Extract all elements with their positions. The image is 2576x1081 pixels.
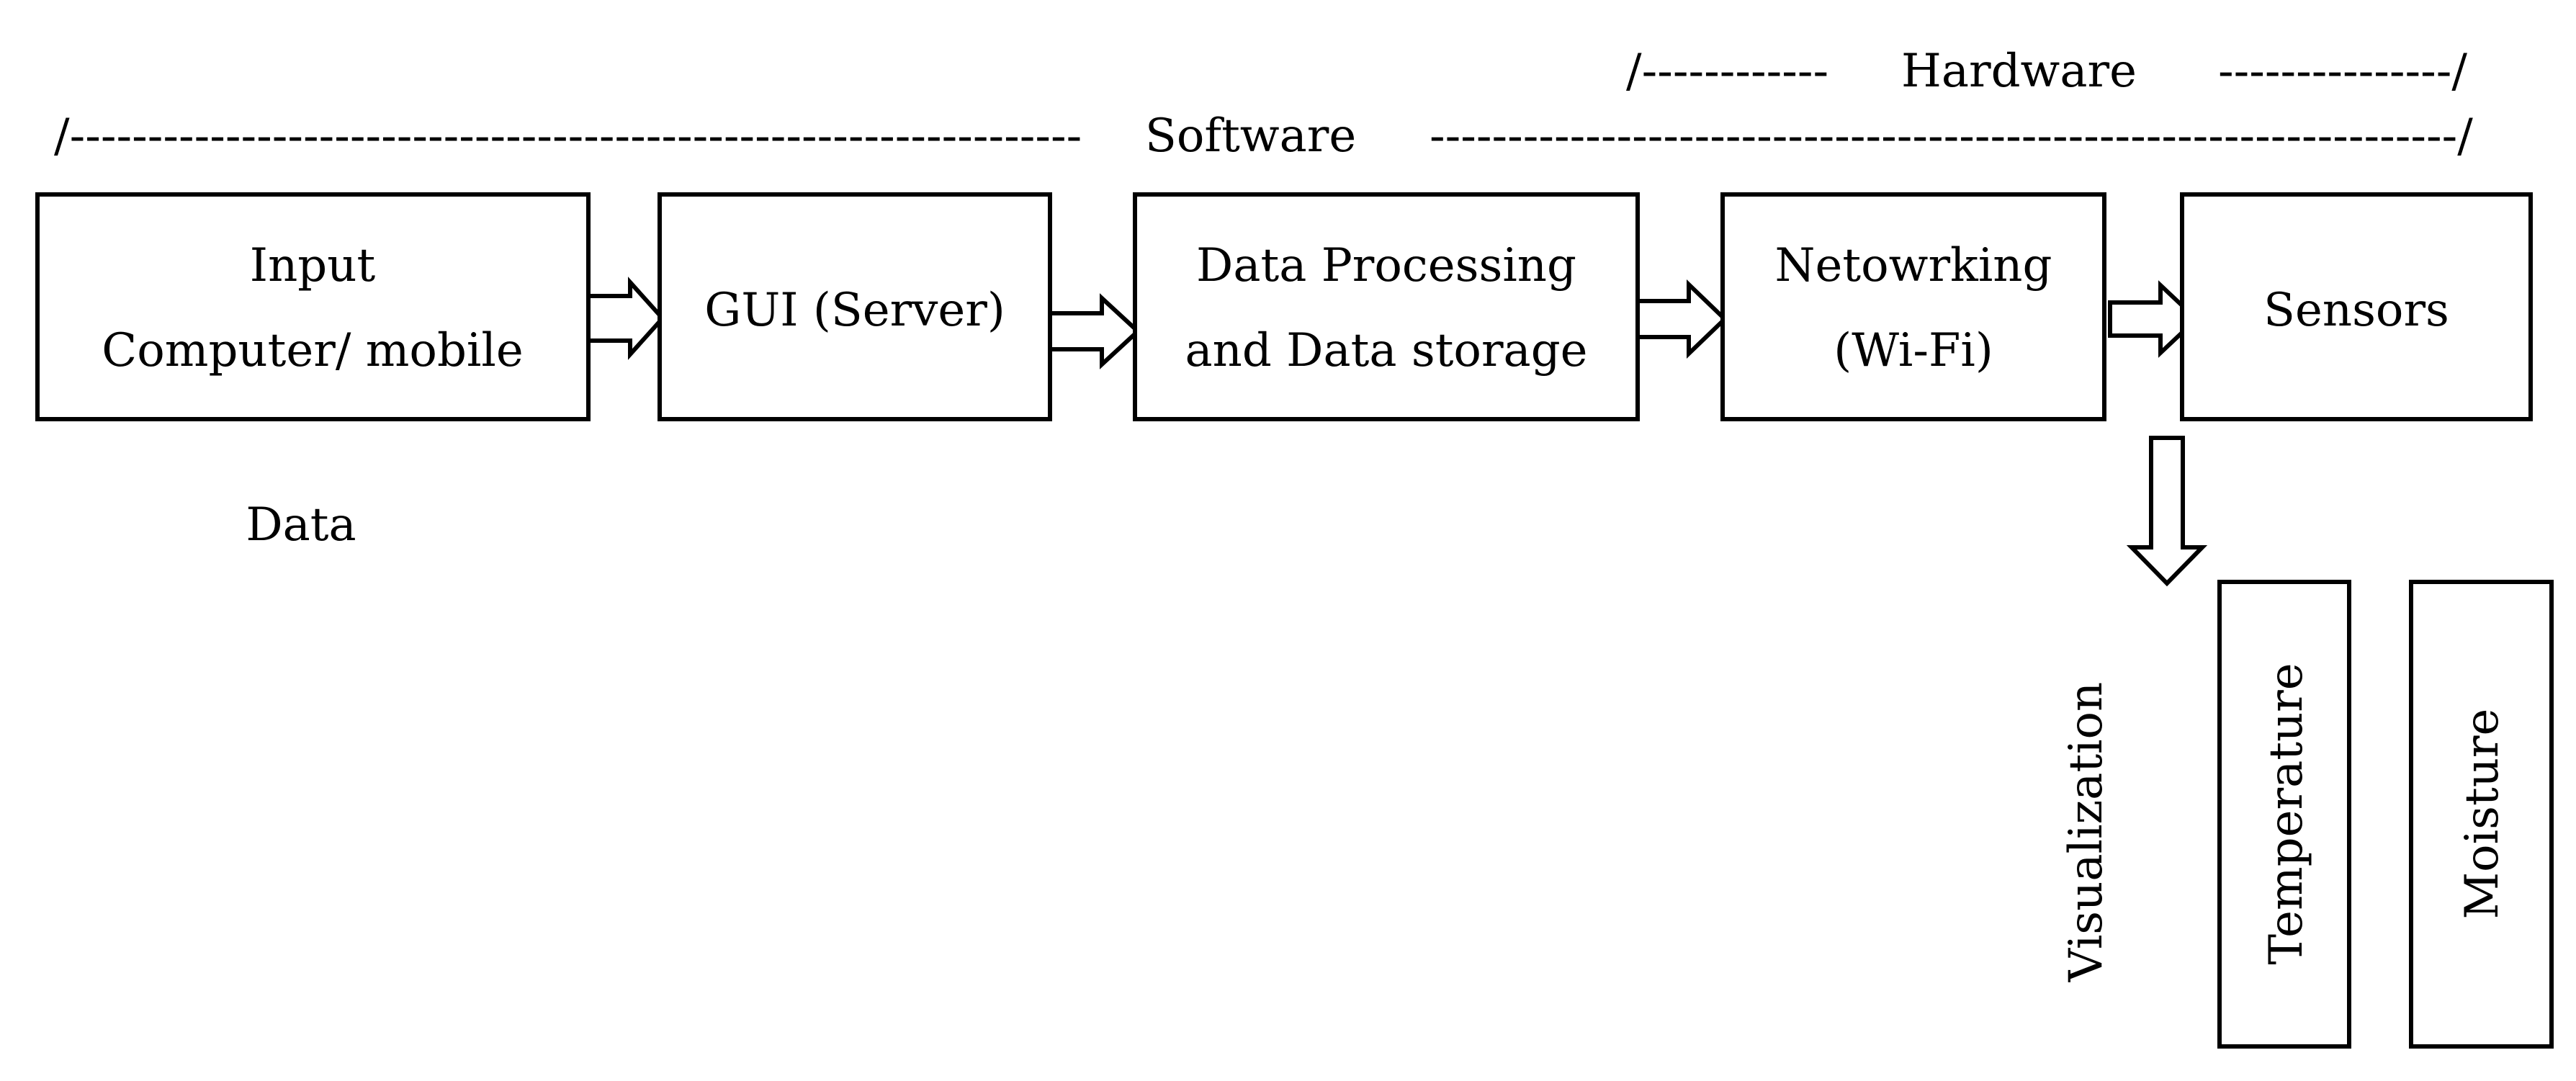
visualization-label: Visualization [2060,682,2113,983]
networking-box-line2: (Wi-Fi) [1834,324,1993,377]
arrow-processing-to-networking [1635,279,1728,359]
processing-box-line1: Data Processing [1196,239,1576,292]
gui-box: GUI (Server) [658,192,1052,421]
arrow-sensors-down [2126,436,2208,587]
moisture-box-label: Moisture [2456,709,2509,920]
input-box-title: Input [250,239,376,292]
networking-box: Netowrking (Wi-Fi) [1720,192,2106,421]
input-box-subtitle: Computer/ mobile [102,324,523,377]
input-box: Input Computer/ mobile [35,192,591,421]
software-bracket: /---------------------------------------… [54,109,2473,163]
sensors-box-label: Sensors [2263,284,2449,337]
arrow-gui-to-processing [1048,293,1141,369]
temperature-box-label: Temperature [2260,663,2313,964]
sensors-box: Sensors [2180,192,2533,421]
processing-box: Data Processing and Data storage [1133,192,1640,421]
software-bracket-left: /---------------------------------------… [54,109,1082,163]
software-bracket-right: ----------------------------------------… [1430,109,2473,163]
hardware-bracket: /------------ Hardware ---------------/ [1626,45,2467,98]
software-label: Software [1145,109,1356,163]
processing-box-line2: and Data storage [1185,324,1587,377]
arrow-networking-to-sensors [2108,280,2200,358]
hardware-label: Hardware [1901,45,2137,98]
hardware-bracket-right: ---------------/ [2218,45,2467,98]
networking-box-line1: Netowrking [1775,239,2052,292]
gui-box-label: GUI (Server) [704,284,1005,337]
data-label: Data [246,498,356,552]
arrow-input-to-gui [586,277,666,360]
temperature-box: Temperature [2217,580,2351,1049]
moisture-box: Moisture [2409,580,2554,1049]
hardware-bracket-left: /------------ [1626,45,1828,98]
